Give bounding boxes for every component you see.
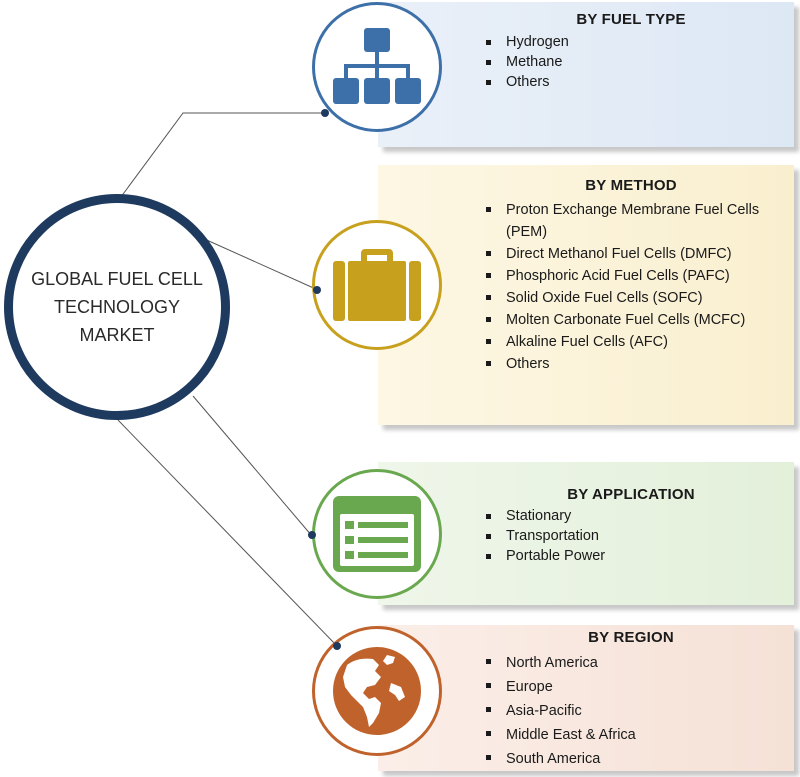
- fuel-type-list: Hydrogen Methane Others: [484, 32, 780, 92]
- market-title-line-2: TECHNOLOGY: [53, 297, 181, 317]
- application-connector-dot: [308, 531, 316, 539]
- connector-fuel-type: [114, 112, 326, 206]
- list-item: Transportation: [484, 526, 780, 546]
- list-item: Hydrogen: [484, 32, 780, 52]
- hierarchy-icon: [333, 28, 421, 104]
- application-panel: BY APPLICATION Stationary Transportation…: [378, 462, 794, 605]
- list-item: Phosphoric Acid Fuel Cells (PAFC): [484, 265, 780, 287]
- fuel-type-icon-circle: [312, 2, 442, 132]
- list-item: Stationary: [484, 506, 780, 526]
- list-item: Others: [484, 353, 780, 375]
- application-icon-circle: [312, 469, 442, 599]
- region-icon-circle: [312, 626, 442, 756]
- market-title-line-1: GLOBAL FUEL CELL: [31, 269, 203, 289]
- method-list: Proton Exchange Membrane Fuel Cells (PEM…: [484, 199, 780, 375]
- globe-icon: [333, 647, 421, 735]
- list-item: Asia-Pacific: [484, 699, 780, 723]
- region-connector-dot: [333, 642, 341, 650]
- list-item: Direct Methanol Fuel Cells (DMFC): [484, 243, 780, 265]
- market-title-line-3: MARKET: [79, 325, 155, 345]
- method-icon-circle: [312, 220, 442, 350]
- market-title: GLOBAL FUEL CELL TECHNOLOGY MARKET: [31, 265, 203, 349]
- region-panel: BY REGION North America Europe Asia-Paci…: [378, 625, 794, 771]
- list-item: Others: [484, 72, 780, 92]
- list-window-icon: [333, 496, 421, 572]
- list-item: North America: [484, 651, 780, 675]
- method-panel: BY METHOD Proton Exchange Membrane Fuel …: [378, 165, 794, 425]
- region-title: BY REGION: [588, 629, 674, 646]
- application-list: Stationary Transportation Portable Power: [484, 506, 780, 566]
- briefcase-icon: [333, 249, 421, 321]
- region-list: North America Europe Asia-Pacific Middle…: [484, 651, 780, 771]
- list-item: Alkaline Fuel Cells (AFC): [484, 331, 780, 353]
- list-item: Solid Oxide Fuel Cells (SOFC): [484, 287, 780, 309]
- list-item: Molten Carbonate Fuel Cells (MCFC): [484, 309, 780, 331]
- method-title: BY METHOD: [585, 177, 677, 194]
- method-connector-dot: [313, 286, 321, 294]
- list-item: Methane: [484, 52, 780, 72]
- fuel-type-connector-dot: [321, 109, 329, 117]
- connector-application: [192, 395, 313, 537]
- application-title: BY APPLICATION: [567, 486, 695, 503]
- connector-region: [117, 419, 338, 647]
- fuel-type-title: BY FUEL TYPE: [576, 11, 686, 28]
- list-item: Europe: [484, 675, 780, 699]
- connector-method: [199, 236, 319, 291]
- list-item: South America: [484, 747, 780, 771]
- market-center-circle: GLOBAL FUEL CELL TECHNOLOGY MARKET: [4, 194, 230, 420]
- fuel-type-panel: BY FUEL TYPE Hydrogen Methane Others: [378, 2, 794, 147]
- list-item: Middle East & Africa: [484, 723, 780, 747]
- list-item: Proton Exchange Membrane Fuel Cells (PEM…: [484, 199, 780, 243]
- list-item: Portable Power: [484, 546, 780, 566]
